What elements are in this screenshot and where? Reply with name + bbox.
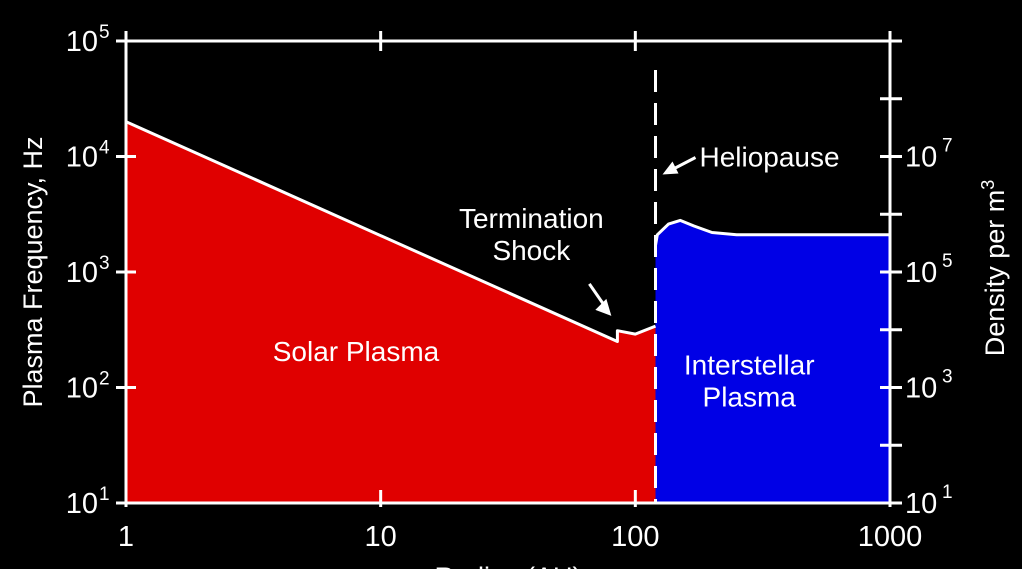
x-tick-label: 100 — [611, 521, 659, 553]
series-line-1 — [125, 120, 657, 343]
series-area-2 — [655, 220, 890, 503]
termination-shock-label: Shock — [492, 235, 571, 266]
y-right-tick-exponent: 7 — [942, 136, 953, 157]
region-label: Interstellar — [684, 349, 815, 380]
region-label: Plasma — [703, 381, 797, 412]
y-tick-label: 10 — [66, 257, 98, 289]
x-axis-title: Radius (AU) — [434, 562, 581, 569]
y-tick-label: 10 — [66, 142, 98, 174]
y-tick-exponent: 4 — [99, 138, 110, 159]
y-axis-title: Plasma Frequency, Hz — [18, 136, 48, 407]
y-tick-label: 10 — [66, 26, 98, 58]
y-tick-exponent: 3 — [99, 253, 110, 274]
y-right-tick-label: 10 — [905, 373, 937, 405]
y-right-tick-label: 10 — [905, 142, 937, 174]
region-label: Solar Plasma — [273, 336, 440, 367]
y-right-tick-exponent: 5 — [942, 251, 953, 272]
x-tick-label: 1000 — [858, 521, 923, 553]
chart-text: Plasma Frequency, Hz Density per m3 Radius… — [18, 136, 1010, 569]
heliopause-label: Heliopause — [699, 142, 839, 173]
boundary-lines — [125, 70, 890, 503]
heliopause-arrowhead — [662, 161, 679, 175]
y-tick-label: 10 — [66, 373, 98, 405]
y-right-axis-title-exponent: 3 — [978, 180, 998, 190]
x-tick-label: 1 — [118, 521, 134, 553]
y-right-tick-label: 10 — [905, 488, 937, 520]
x-tick-label: 10 — [365, 521, 397, 553]
y-tick-exponent: 2 — [99, 369, 110, 390]
y-tick-label: 10 — [66, 488, 98, 520]
y-right-axis-title: Density per m3 — [978, 180, 1010, 357]
series-line-2 — [654, 218, 890, 246]
y-tick-exponent: 5 — [99, 22, 110, 43]
termination-shock-arrowhead — [595, 298, 612, 316]
y-right-tick-exponent: 3 — [942, 367, 953, 388]
y-tick-exponent: 1 — [99, 484, 110, 505]
termination-shock-label: Termination — [459, 203, 604, 234]
series-area-1 — [126, 121, 656, 503]
axes — [116, 31, 902, 507]
area-series — [126, 121, 890, 503]
y-right-tick-label: 10 — [905, 257, 937, 289]
y-right-tick-exponent: 1 — [942, 482, 953, 503]
